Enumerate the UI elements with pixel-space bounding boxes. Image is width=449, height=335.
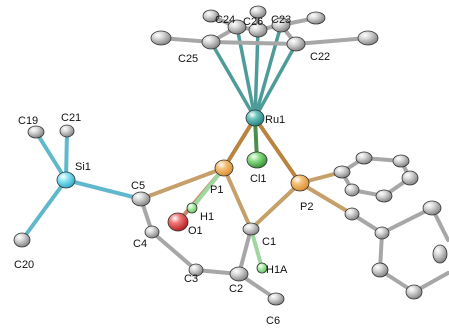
label-c2: C2: [229, 283, 243, 295]
bond-ru1-c22: [253, 42, 298, 120]
atom-c20: [13, 232, 31, 248]
bond-c4-c3: [150, 230, 198, 272]
label-c4: C4: [133, 238, 147, 250]
atom-c1: [242, 222, 260, 236]
atom-ph-carbon: [375, 189, 393, 203]
bond-p2-ph2: [298, 181, 354, 216]
bond-ph2-e: [380, 206, 434, 235]
label-c24: C24: [215, 14, 235, 26]
label-c1: C1: [262, 236, 276, 248]
atom-c3: [188, 263, 204, 277]
label-c6: C6: [266, 315, 280, 327]
atom-ph-carbon: [392, 154, 410, 168]
atom-labels: C24 C26 C23 C25 C22 Ru1 C19 C21 Si1 C5 P…: [14, 14, 330, 327]
atom-c22: [286, 36, 306, 52]
atom-ph-carbon: [344, 183, 360, 197]
atom-ph-carbon: [371, 262, 389, 278]
atom-p2: [290, 174, 310, 192]
atom-c21: [59, 124, 75, 138]
label-p2: P2: [300, 201, 313, 213]
label-c19: C19: [18, 115, 38, 127]
atom-c24: [227, 19, 247, 35]
bond-c5-p1: [139, 166, 226, 201]
label-c21: C21: [61, 112, 81, 124]
atom-cp-methyl: [150, 30, 172, 46]
atom-ru1: [245, 109, 265, 127]
atom-h1a: [256, 262, 268, 274]
bond-ru1-p1: [222, 116, 257, 170]
atom-ph-carbon: [344, 207, 360, 221]
atom-ph-carbon: [405, 284, 423, 300]
atom-cp-methyl: [357, 30, 379, 46]
label-c22: C22: [310, 51, 330, 63]
atom-o1: [167, 212, 189, 232]
bond-c1-p1: [222, 166, 253, 231]
atom-ph-carbon: [422, 200, 442, 216]
bond-c22-me: [294, 36, 370, 46]
atoms: [13, 5, 448, 306]
label-o1: O1: [188, 225, 203, 237]
bond-ru1-p2: [253, 116, 302, 185]
label-h1: H1: [200, 211, 214, 223]
bonds: [20, 10, 449, 301]
atom-cp-methyl: [202, 9, 220, 23]
bond-si1-c5: [64, 178, 143, 201]
label-c3: C3: [184, 273, 198, 285]
label-c20: C20: [14, 259, 34, 271]
bond-c1-p2: [249, 181, 302, 231]
silyl-bonds: [20, 129, 143, 242]
atom-cp-methyl: [249, 5, 267, 19]
label-h1a: H1A: [266, 264, 288, 276]
atom-c4: [144, 225, 160, 239]
bond-c1-h1a: [249, 227, 264, 270]
atom-ph-carbon: [374, 226, 390, 240]
atom-ph-carbon: [432, 244, 448, 264]
atom-c6: [267, 292, 285, 306]
atom-ph-carbon: [401, 170, 419, 186]
bond-ru1-c25: [209, 40, 257, 120]
bond-c22-c25: [209, 40, 298, 46]
label-c26: C26: [243, 16, 263, 28]
atom-c26: [248, 22, 268, 38]
atom-ph-carbon: [355, 151, 373, 165]
atom-si1: [56, 171, 76, 189]
atom-c23: [271, 17, 291, 33]
atom-c2: [229, 266, 249, 282]
atom-c19: [27, 125, 45, 139]
label-p1: P1: [210, 184, 223, 196]
bond-c2-c1: [237, 227, 253, 276]
atom-cl1: [246, 151, 268, 169]
atom-cp-methyl: [306, 11, 326, 25]
atom-h1: [186, 202, 198, 214]
atom-c5: [131, 191, 151, 207]
bond-si1-c19: [34, 130, 68, 182]
label-si1: Si1: [75, 161, 91, 173]
label-c25: C25: [178, 53, 198, 65]
atom-p1: [214, 159, 234, 177]
atom-ph-carbon: [333, 165, 351, 179]
bond-ru1-c23: [253, 23, 283, 120]
label-c5: C5: [131, 180, 145, 192]
ru-cp-bonds: [209, 23, 298, 120]
bond-si1-c20: [20, 178, 68, 242]
atom-c25: [201, 34, 221, 50]
label-ru1: Ru1: [265, 114, 285, 126]
label-c23: C23: [271, 14, 291, 26]
label-cl1: Cl1: [250, 173, 267, 185]
